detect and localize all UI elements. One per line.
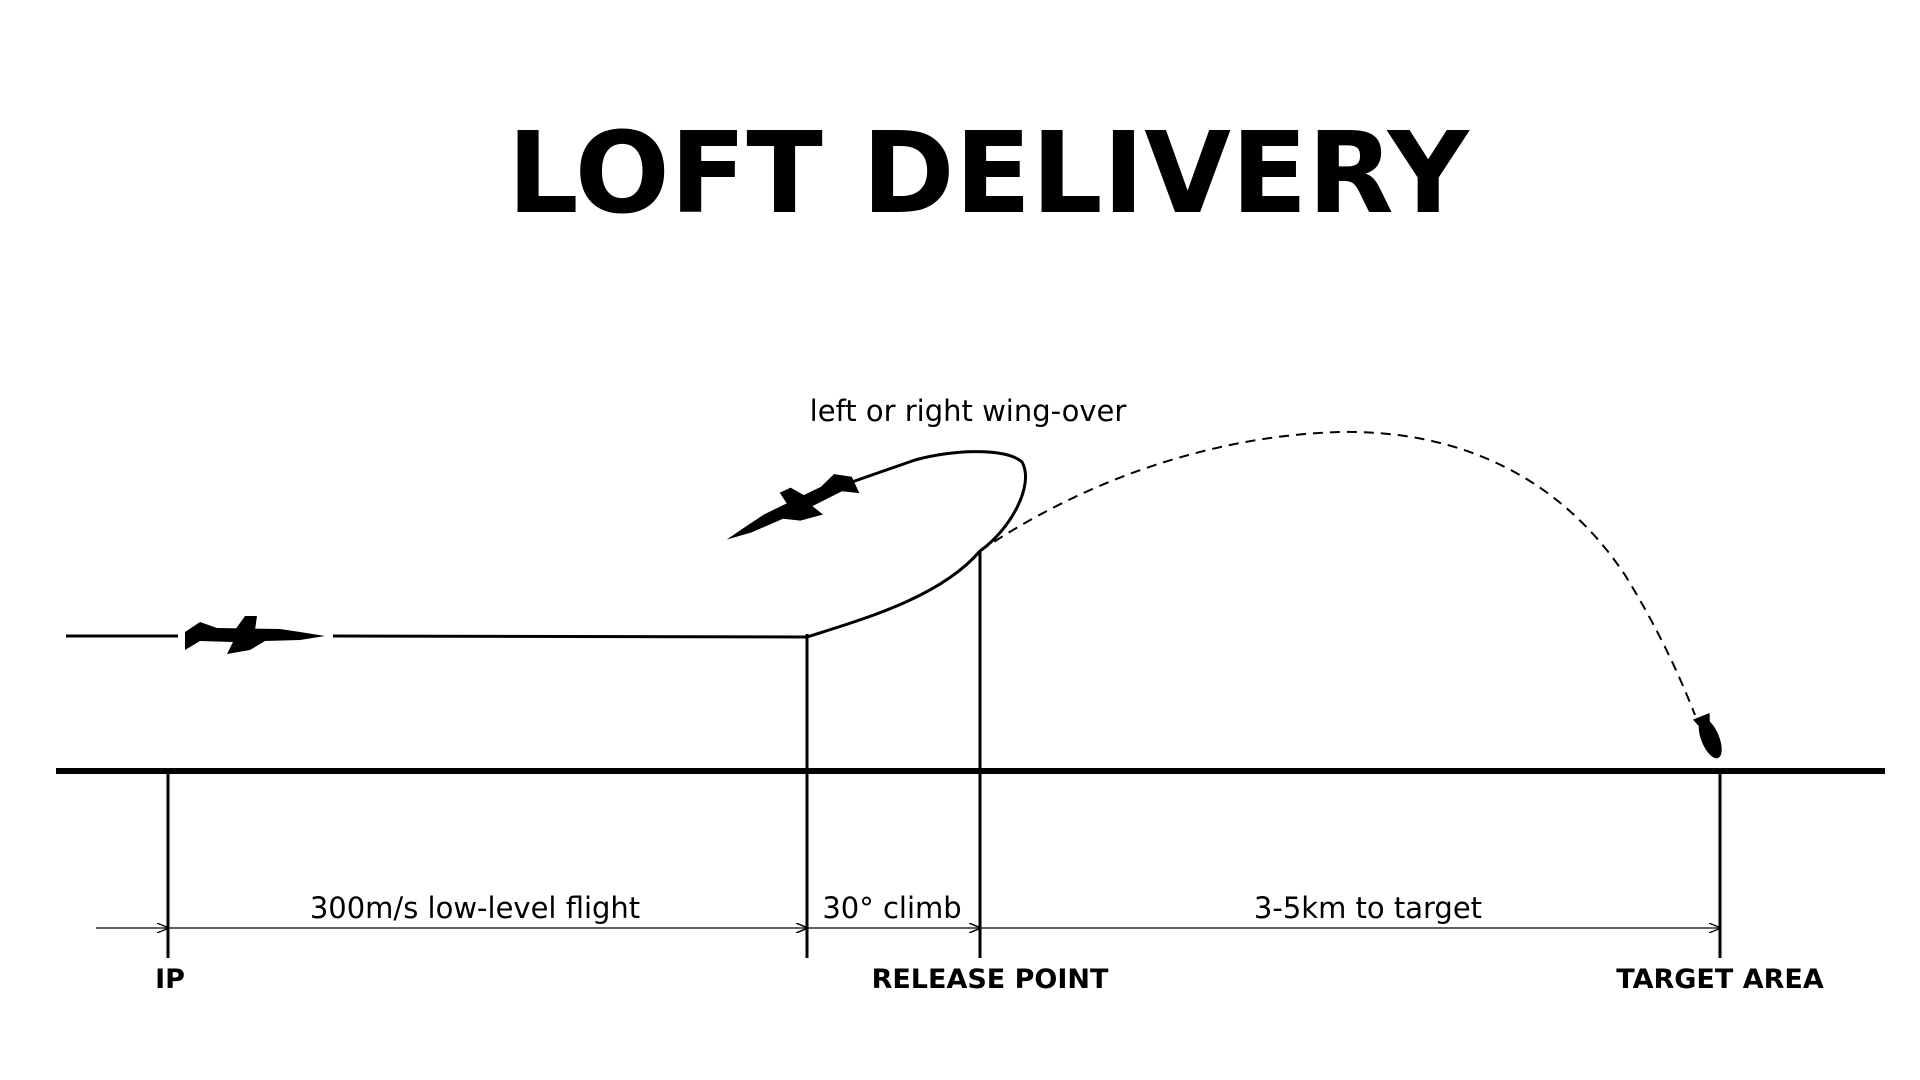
bomb-icon — [1692, 712, 1722, 759]
jet-aircraft-icon — [726, 474, 860, 540]
bomb-trajectory — [979, 430, 1696, 716]
climb-label: 30° climb — [822, 891, 961, 925]
wing-over-annotation: left or right wing-over — [810, 394, 1127, 428]
release-point-label: RELEASE POINT — [872, 964, 1109, 995]
target-area-label: TARGET AREA — [1616, 964, 1824, 995]
ip-label: IP — [155, 964, 185, 995]
diagram-title: LOFT DELIVERY — [507, 109, 1470, 239]
low-level-flight-label: 300m/s low-level flight — [310, 891, 640, 925]
jet-aircraft-icon — [185, 616, 325, 654]
distance-to-target-label: 3-5km to target — [1254, 891, 1482, 925]
flight-path-low-level — [332, 634, 808, 639]
flight-path-climb-and-wing-over — [806, 450, 1028, 639]
